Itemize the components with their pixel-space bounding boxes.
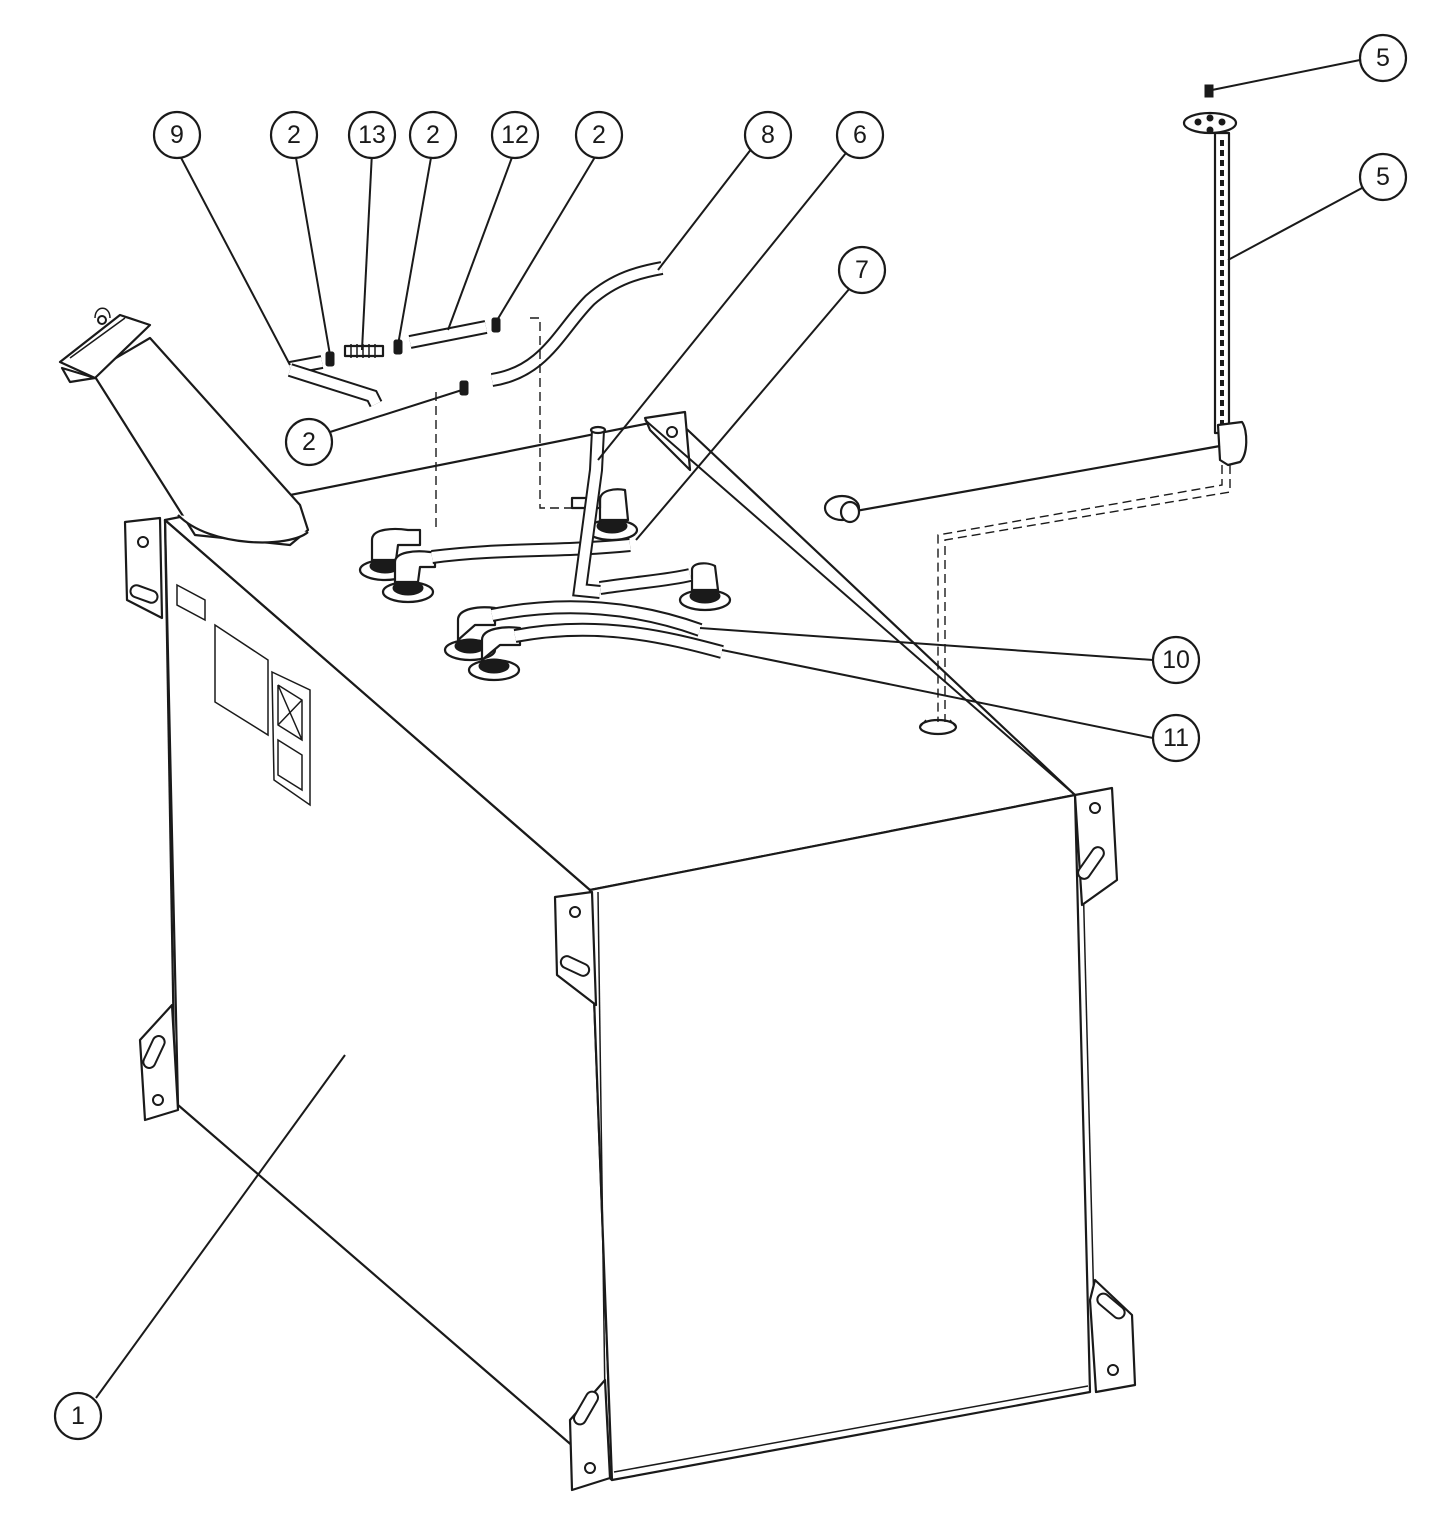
callout-8-label: 8	[761, 121, 775, 149]
callout-8: 8	[743, 110, 793, 160]
callout-9-label: 9	[170, 121, 184, 149]
callout-11: 11	[1151, 713, 1201, 763]
callout-7: 7	[837, 245, 887, 295]
callout-6-label: 6	[853, 121, 867, 149]
callout-5-b: 5	[1358, 152, 1408, 202]
callout-10-label: 10	[1162, 646, 1190, 674]
callout-1: 1	[53, 1391, 103, 1441]
warning-labels	[176, 583, 311, 807]
supply-hose	[431, 538, 692, 595]
callout-11-label: 11	[1163, 724, 1189, 752]
callout-10: 10	[1151, 635, 1201, 685]
mounting-brackets	[123, 410, 1137, 1492]
fuel-sender	[823, 84, 1248, 722]
callout-1-label: 1	[71, 1402, 85, 1430]
filler-neck	[58, 307, 310, 547]
callout-9: 9	[152, 110, 202, 160]
callout-2-b-label: 2	[426, 121, 440, 149]
callout-13-label: 13	[358, 121, 386, 149]
callout-5-a-label: 5	[1376, 44, 1390, 72]
callout-5-a: 5	[1358, 33, 1408, 83]
callout-2-d-label: 2	[302, 428, 316, 456]
callout-7-label: 7	[855, 256, 869, 284]
leader-lines	[95, 59, 1363, 1399]
callout-12-label: 12	[501, 121, 529, 149]
fitting-13	[343, 344, 385, 358]
callout-12: 12	[490, 110, 540, 160]
callout-2-c-label: 2	[592, 121, 606, 149]
callout-6: 6	[835, 110, 885, 160]
callout-13: 13	[347, 110, 397, 160]
callout-2-d: 2	[284, 417, 334, 467]
vent-pipe	[572, 425, 607, 599]
callout-2-c: 2	[574, 110, 624, 160]
callout-5-b-label: 5	[1376, 163, 1390, 191]
return-hose	[490, 600, 724, 659]
callout-2-a: 2	[269, 110, 319, 160]
callout-2-a-label: 2	[287, 121, 301, 149]
callout-2-b: 2	[408, 110, 458, 160]
vent-hose-assembly	[287, 261, 664, 532]
